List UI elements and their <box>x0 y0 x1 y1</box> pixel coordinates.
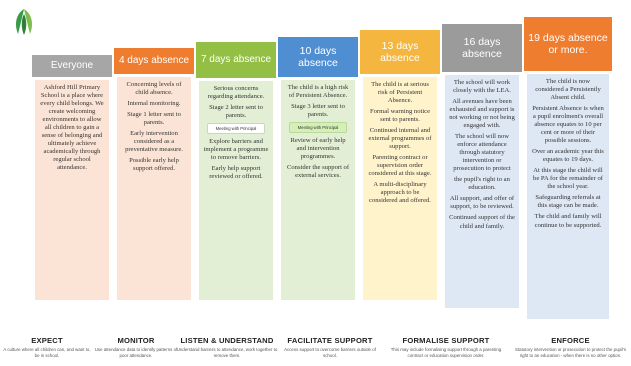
stage-description: A culture where all children can, and wa… <box>3 347 91 358</box>
column-body: The child is now considered a Persistent… <box>527 74 609 319</box>
stage-title: ENFORCE <box>551 336 590 345</box>
stage-listen-understand: LISTEN & UNDERSTAND Understand barriers … <box>176 336 278 358</box>
column-text: Consider the support of external service… <box>286 164 350 180</box>
column-text: Parenting contract or supervision order … <box>368 154 432 178</box>
column-text: Early help support reviewed or offered. <box>209 165 263 181</box>
column-header: Everyone <box>32 55 112 77</box>
meeting-badge: Meeting with Principal <box>289 122 347 134</box>
stage-formalise-support: FORMALISE SUPPORT This may include forma… <box>386 336 506 358</box>
column-header: 13 days absence <box>360 30 440 74</box>
column-text: Ashford Hill Primary School is a place w… <box>40 84 104 172</box>
column-text: Serious concerns regarding attendance. <box>207 85 265 101</box>
stage-title: EXPECT <box>31 336 63 345</box>
column-text: Explore barriers and implement a program… <box>203 138 269 162</box>
column-7-days-absence: 7 days absence Serious concerns regardin… <box>196 42 276 300</box>
column-text: A multi-disciplinary approach to be cons… <box>369 181 431 205</box>
column-text: All support, and offer of support, to be… <box>449 195 515 211</box>
stage-description: Use attendance data to identify patterns… <box>94 347 178 358</box>
column-text: All avenues have been exhausted and supp… <box>449 98 515 130</box>
column-text: Stage 2 letter sent to parents. <box>209 104 263 120</box>
column-text: Formal warning notice sent to parents. <box>369 108 431 124</box>
column-body: The child is a high risk of Persistent A… <box>281 80 355 300</box>
school-logo <box>9 7 39 37</box>
column-text: Stage 1 letter sent to parents. <box>127 111 181 127</box>
column-text: At this stage the child will be PA for t… <box>533 167 603 191</box>
column-text: Continued internal and external programm… <box>368 127 432 151</box>
column-text: Possible early help support offered. <box>129 157 179 173</box>
column-header: 19 days absence or more. <box>524 17 612 71</box>
column-text: Persistent Absence is when a pupil enrol… <box>532 105 604 145</box>
stage-title: FORMALISE SUPPORT <box>402 336 490 345</box>
column-body: Serious concerns regarding attendance. S… <box>199 81 273 300</box>
column-text: Review of early help and intervention pr… <box>290 137 346 161</box>
stage-title: MONITOR <box>117 336 155 345</box>
column-text: Over an academic year this equates to 19… <box>532 148 604 164</box>
column-text: The child is at serious risk of Persiste… <box>371 81 429 105</box>
stage-expect: EXPECT A culture where all children can,… <box>2 336 92 358</box>
stage-description: This may include formalising support thr… <box>390 347 502 358</box>
column-text: The school will now enforce attendance t… <box>453 133 511 173</box>
column-text: The child is a high risk of Persistent A… <box>287 84 349 100</box>
column-text: Safeguarding referrals at this stage can… <box>535 194 601 210</box>
column-text: The child is now considered a Persistent… <box>535 78 601 102</box>
stage-facilitate-support: FACILITATE SUPPORT Access support to ove… <box>282 336 378 358</box>
column-header: 4 days absence <box>114 48 194 74</box>
column-header: 10 days absence <box>278 37 358 77</box>
column-header-label: 7 days absence <box>200 54 272 66</box>
column-text: Stage 3 letter sent to parents. <box>291 103 345 119</box>
column-text: the pupil's right to an education. <box>454 176 510 192</box>
column-header: 16 days absence <box>442 24 522 72</box>
stage-title: FACILITATE SUPPORT <box>287 336 373 345</box>
column-header-label: 4 days absence <box>118 55 190 67</box>
column-text: The child and family will continue to be… <box>534 213 602 229</box>
column-header-label: 13 days absence <box>380 39 420 64</box>
column-text: Continued support of the child and famil… <box>449 214 515 230</box>
column-13-days-absence: 13 days absence The child is at serious … <box>360 30 440 300</box>
column-header-label: 10 days absence <box>298 44 338 69</box>
column-text: Early intervention considered as a preve… <box>125 130 183 154</box>
column-body: Concerning levels of child absence. Inte… <box>117 77 191 300</box>
column-19-days-absence: 19 days absence or more. The child is no… <box>524 17 612 319</box>
stage-description: Understand barriers to attendance, work … <box>176 347 278 358</box>
stage-monitor: MONITOR Use attendance data to identify … <box>90 336 182 358</box>
column-header-label: 19 days absence or more. <box>528 31 608 56</box>
stage-description: Access support to overcome barriers outs… <box>284 347 376 358</box>
meeting-badge: Meeting with Principal <box>207 123 265 135</box>
column-header: 7 days absence <box>196 42 276 78</box>
stage-description: Statutory intervention or prosecution to… <box>515 347 626 358</box>
column-4-days-absence: 4 days absence Concerning levels of chil… <box>114 48 194 300</box>
column-header-label: 16 days absence <box>462 35 502 60</box>
stage-title: LISTEN & UNDERSTAND <box>180 336 274 345</box>
column-10-days-absence: 10 days absence The child is a high risk… <box>278 37 358 300</box>
column-text: The school will work closely with the LE… <box>453 79 511 95</box>
column-header-label: Everyone <box>50 60 94 72</box>
column-body: The school will work closely with the LE… <box>445 75 519 308</box>
stage-enforce: ENFORCE Statutory intervention or prosec… <box>512 336 629 358</box>
column-everyone: Everyone Ashford Hill Primary School is … <box>32 55 112 300</box>
column-body: Ashford Hill Primary School is a place w… <box>35 80 109 300</box>
column-16-days-absence: 16 days absence The school will work clo… <box>442 24 522 308</box>
column-text: Internal monitoring. <box>127 100 181 108</box>
column-body: The child is at serious risk of Persiste… <box>363 77 437 300</box>
column-text: Concerning levels of child absence. <box>126 81 182 97</box>
